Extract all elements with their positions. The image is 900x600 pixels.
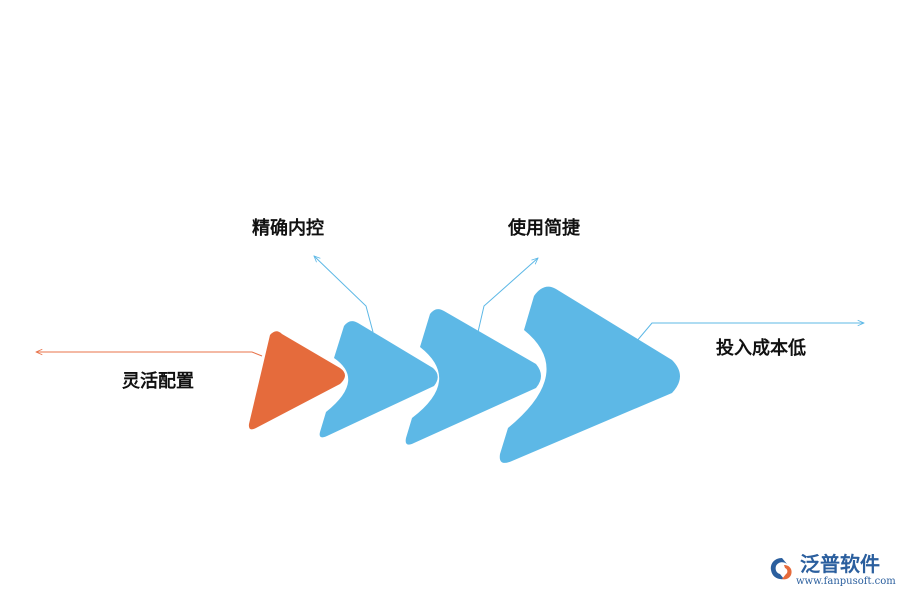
label-flexible-config: 灵活配置 (122, 371, 194, 392)
fanpu-logo-icon (770, 558, 792, 580)
chevron-shape-3 (499, 286, 680, 463)
label-low-cost: 投入成本低 (716, 338, 806, 359)
connector-line-easy (477, 258, 538, 333)
brand-name: 泛普软件 (800, 552, 880, 576)
label-easy-use: 使用简捷 (508, 218, 580, 239)
chevron-shape-1 (319, 321, 438, 438)
connector-line-precise (314, 256, 374, 333)
connector-line-flexible (36, 352, 263, 357)
connector-line-cost (635, 323, 864, 343)
label-precise-control: 精确内控 (252, 218, 324, 239)
triangle-shape-orange (248, 331, 345, 430)
chevron-shape-2 (405, 309, 541, 445)
brand-logo: 泛普软件 www.fanpusoft.com (768, 552, 896, 596)
brand-url: www.fanpusoft.com (796, 576, 896, 587)
